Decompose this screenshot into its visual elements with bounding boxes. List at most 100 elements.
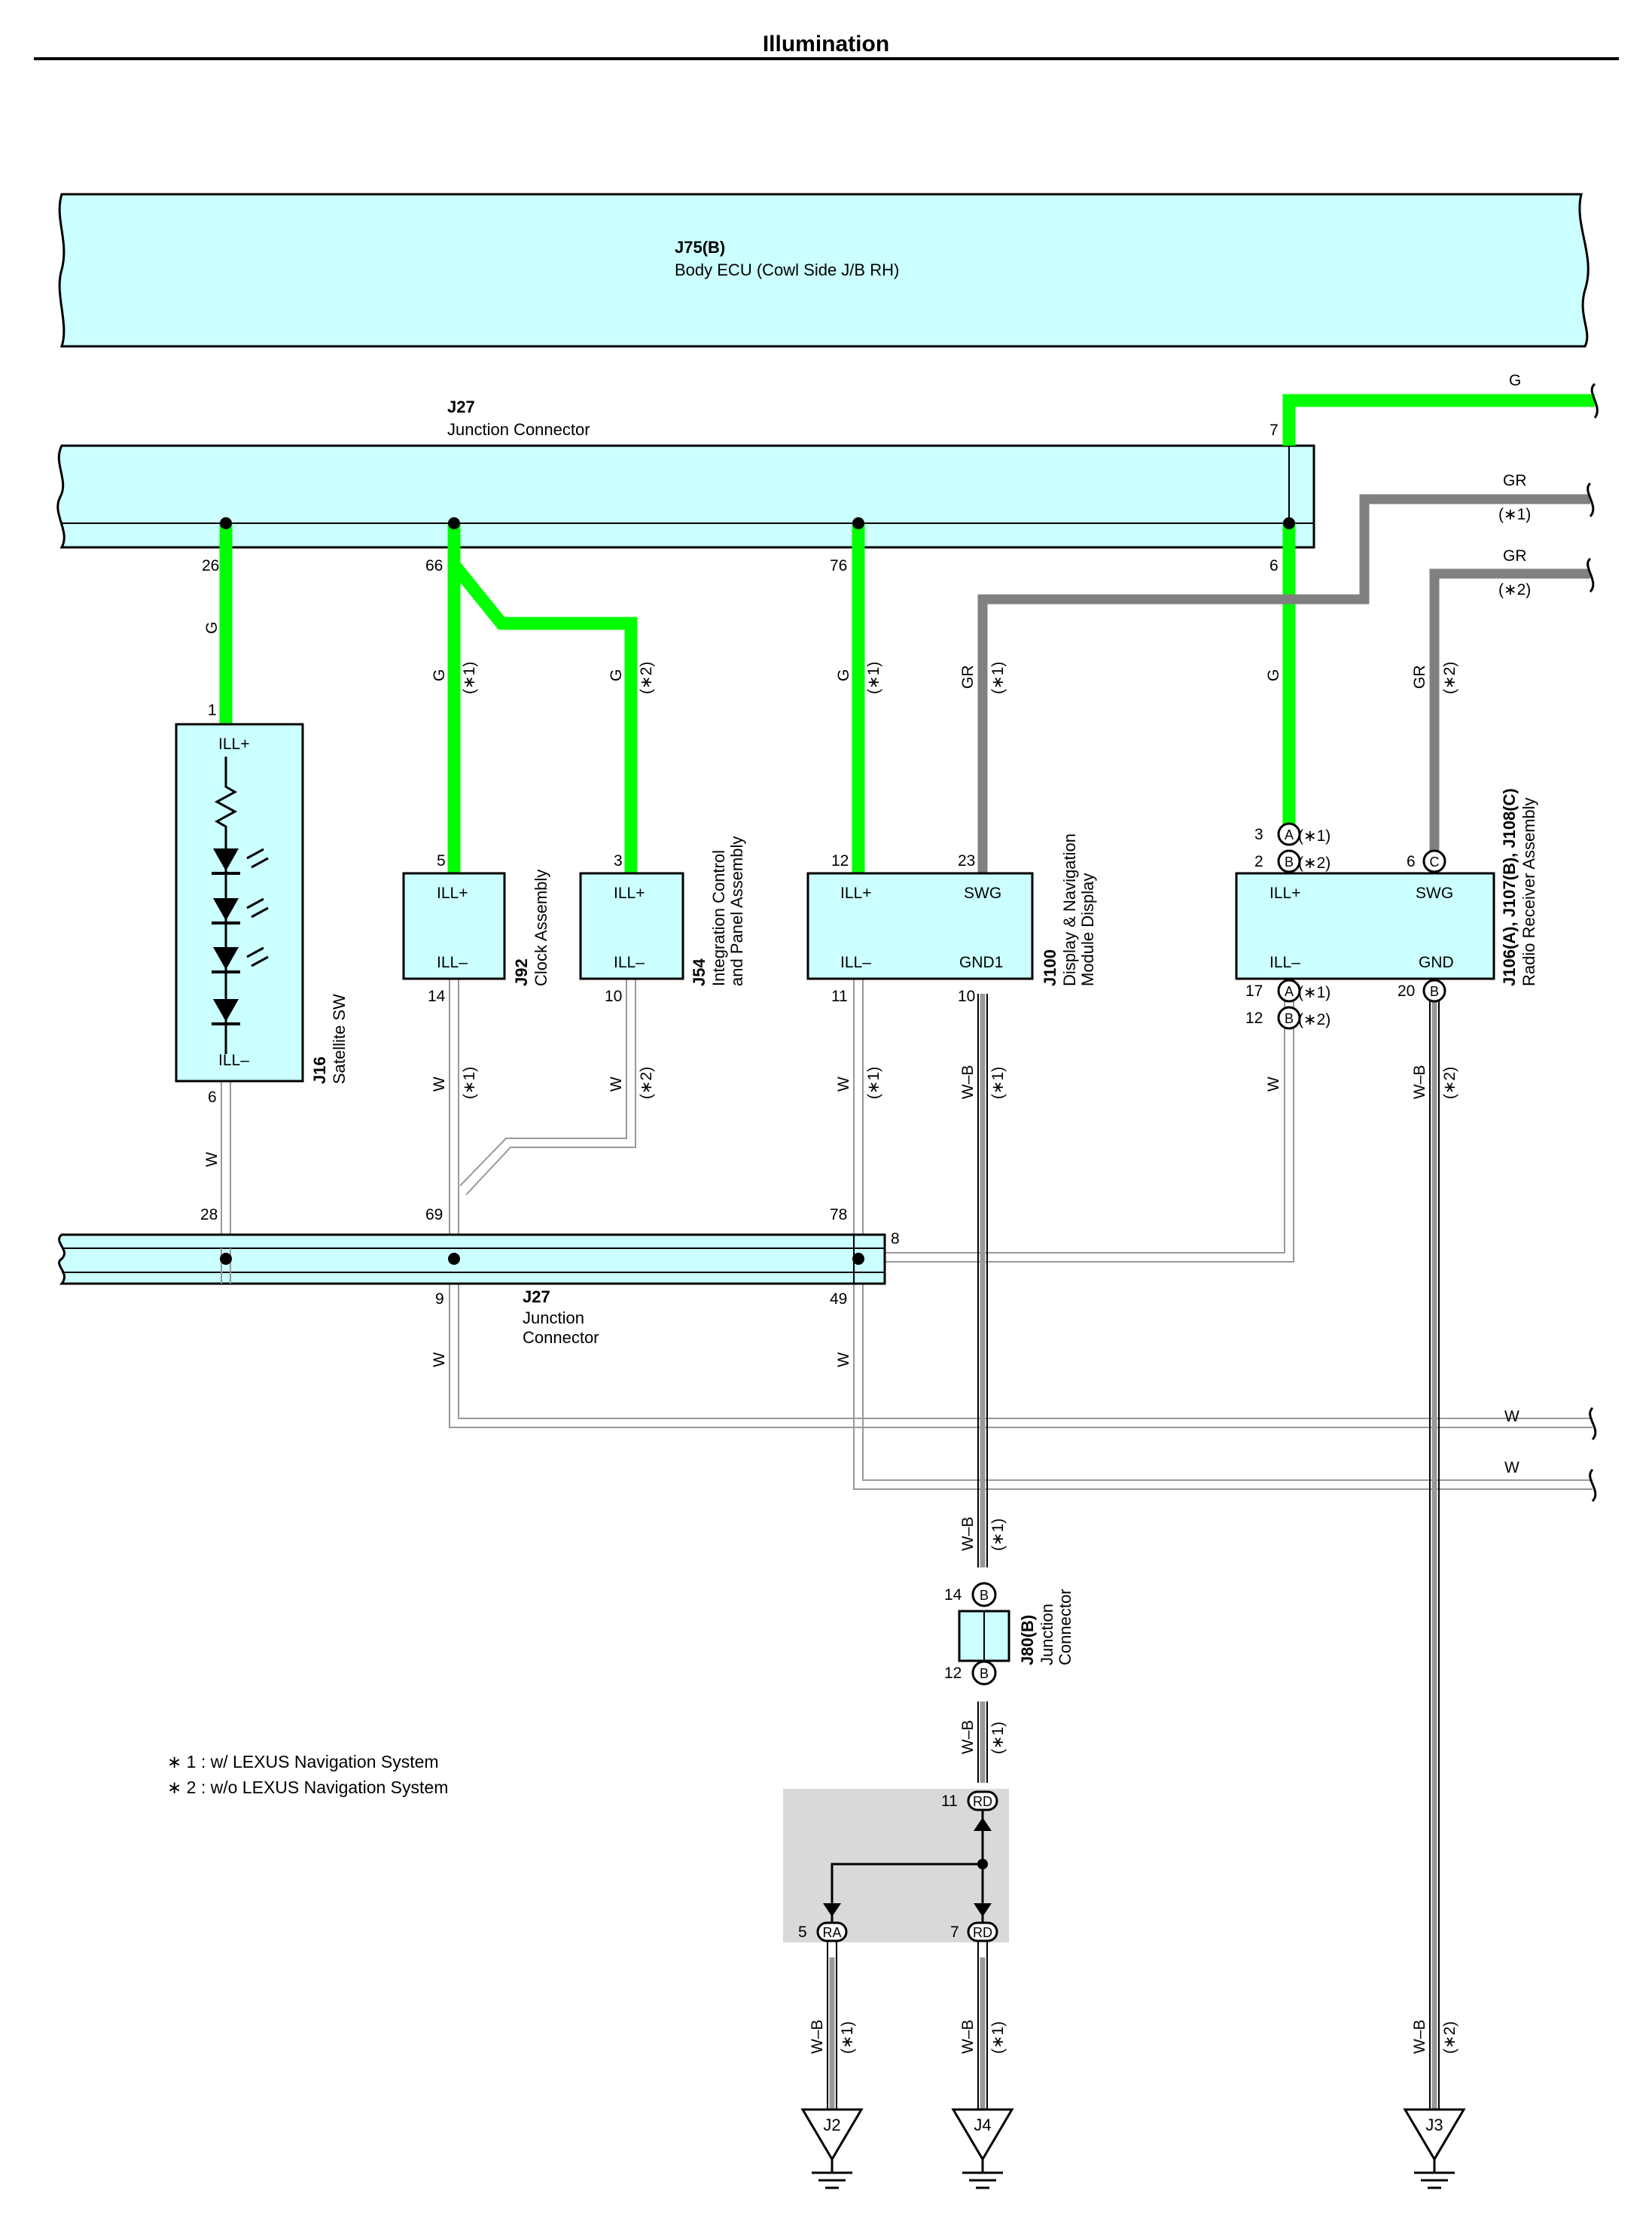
ground-j2-label: J2 [823,2116,840,2134]
satellite-ill-minus: ILL– [218,1052,249,1069]
note-1: ∗ 1 : w/ LEXUS Navigation System [167,1752,439,1771]
wire-g-integration [449,560,638,873]
clock-ill-plus: ILL+ [437,885,468,902]
jc-top-name: Junction Connector [447,420,590,439]
pin-6-satellite: 6 [208,1089,217,1106]
wl-c1-14: (∗1) [461,1067,478,1099]
radio-gnd: GND [1419,954,1454,971]
ground-j3: J3 [1403,2108,1466,2189]
wl-w-radio: W [1265,1077,1282,1092]
circle-b-gnd: B [1430,984,1439,999]
satellite-sw-code: J16 [310,1056,329,1084]
wb-wires [827,994,1440,2110]
body-ecu-code: J75(B) [675,238,725,257]
pin-j80-14: 14 [944,1586,962,1604]
radio-ill-minus: ILL– [1269,954,1300,971]
junction-connector-top: J27 Junction Connector [56,398,1315,549]
wl-c2-in: (∗2) [1498,581,1531,599]
tag-c2-b: (∗2) [1298,854,1330,872]
wl-c1-j2: (∗1) [839,2021,856,2054]
pin-10-integration: 10 [605,988,622,1005]
wl-gr-radio: GR [1411,666,1428,690]
pin-r12: 12 [1245,1010,1263,1027]
pin-r17: 17 [1245,982,1263,1000]
wl-w-out-1: W [1504,1408,1519,1425]
pin-11: 11 [831,988,848,1005]
bottom-jc-stubs [221,1248,231,1284]
integration-ill-minus: ILL– [614,954,645,971]
pin-8: 8 [891,1230,900,1247]
junction-connector-bottom: J27 Junction Connector [58,1233,886,1347]
wl-w-out-2: W [1504,1459,1519,1476]
pin-9: 9 [435,1290,444,1308]
splice-rd-bottom: RD [973,1925,992,1940]
splice-rd-top: RD [973,1794,992,1809]
clock-name: Clock Assembly [532,870,550,986]
pin-10-display: 10 [958,988,975,1005]
wl-c1-display-gnd: (∗1) [989,1067,1007,1099]
wl-c1-j4: (∗1) [989,2021,1007,2054]
pin-26: 26 [202,557,219,574]
wl-wb-j80-top: W–B [959,1516,977,1551]
wl-c1-display: (∗1) [989,662,1007,694]
pin-76: 76 [830,557,847,574]
note-2: ∗ 2 : w/o LEXUS Navigation System [167,1778,448,1797]
wl-c1-76: (∗1) [865,662,882,694]
integration-name-1: Integration Control [709,850,728,986]
splice-ra: RA [822,1925,841,1940]
junction-connector-j80: B B J80(B) Junction Connector [958,1582,1074,1686]
satellite-sw: ILL+ ILL– J16 Satellite SW [175,723,349,1084]
pin-e5: 5 [798,1924,807,1941]
wire-gr-radio [1429,568,1590,860]
wl-g-3: G [608,669,625,681]
circle-a-top: A [1285,827,1294,842]
wl-w-14: W [431,1077,448,1092]
wl-c1-j80-bottom: (∗1) [989,1722,1007,1754]
radio-ill-plus: ILL+ [1269,885,1300,902]
pin-66: 66 [425,557,443,574]
circle-a-bottom: A [1285,984,1294,999]
wl-w-9: W [431,1352,448,1367]
integration-code: J54 [690,958,709,986]
wl-g-76: G [835,669,852,681]
body-ecu-bar: J75(B) Body ECU (Cowl Side J/B RH) [58,193,1590,348]
tag-c1-a-bottom: (∗1) [1298,984,1330,1001]
j80-circle-bottom: B [980,1666,989,1681]
circle-b-bottom: B [1285,1011,1294,1026]
circle-b-top: B [1285,854,1294,870]
clock-code: J92 [512,958,531,986]
wl-w-49: W [835,1352,852,1367]
j80-name-2: Connector [1056,1589,1074,1665]
wl-g-26: G [203,622,221,634]
pin-5: 5 [437,852,446,870]
wl-g-in: G [1509,372,1521,389]
wl-wb-radio: W–B [1411,1065,1428,1099]
clock-ill-minus: ILL– [437,954,468,971]
wl-wb-j80-bottom: W–B [959,1720,977,1754]
pin-j80-12: 12 [944,1665,962,1682]
integration-control-panel: ILL+ ILL– J54 Integration Control and Pa… [579,836,746,986]
ground-splice-box: RD RA RD [783,1789,1009,1957]
page-title: Illumination [763,32,889,56]
pin-r2: 2 [1254,853,1263,870]
pin-e7: 7 [950,1924,959,1941]
pin-6-top: 6 [1269,557,1279,574]
pin-3: 3 [614,852,623,870]
clock-assembly: ILL+ ILL– J92 Clock Assembly [402,870,550,986]
wl-wb-display: W–B [959,1065,977,1099]
wire-g-input [1282,394,1595,446]
pin-78: 78 [830,1206,847,1223]
pin-7: 7 [1269,422,1279,439]
display-swg: SWG [964,885,1001,902]
green-wires [219,394,1595,873]
body-ecu-name: Body ECU (Cowl Side J/B RH) [675,260,899,279]
wl-c2-radio: (∗2) [1441,662,1458,694]
ground-j3-label: J3 [1425,2116,1443,2134]
pin-23: 23 [958,852,975,870]
wl-wb-j3: W–B [1411,2019,1428,2054]
pin-14: 14 [428,988,446,1005]
pin-numbers: 26 66 76 6 7 1 5 3 12 23 14 10 11 10 6 2… [200,422,1416,1941]
display-name-1: Display & Navigation [1060,833,1079,986]
wl-c1-j80-top: (∗1) [989,1519,1007,1551]
